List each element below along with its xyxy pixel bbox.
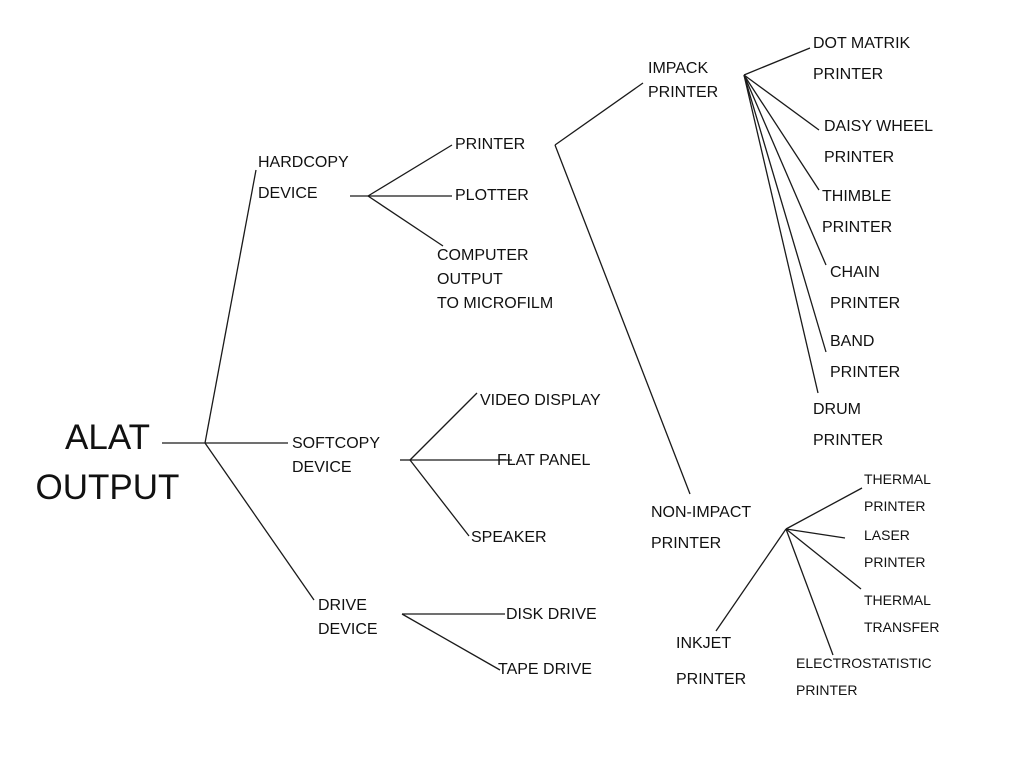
connector-impact-thimble [743, 74, 820, 191]
connector-printer-nonimpact [554, 144, 691, 495]
thermaltransfer-line-2: TRANSFER [864, 619, 940, 635]
com-line-1: COMPUTER [437, 247, 529, 264]
softcopy-line-2: DEVICE [292, 459, 352, 476]
band-line-2: PRINTER [830, 364, 901, 381]
chain-line-2: PRINTER [830, 295, 901, 312]
connector-impact-chain [743, 74, 827, 266]
dotmatrik-line-2: PRINTER [813, 66, 884, 83]
connector-impact-band [743, 74, 827, 353]
electro-line-2: PRINTER [796, 682, 858, 698]
thermal-line-1: THERMAL [864, 471, 931, 487]
connector-drive-tape [401, 613, 501, 671]
laser-printer-node: LASER PRINTER [864, 522, 925, 576]
plotter-node: PLOTTER [455, 187, 529, 204]
dot-matrik-printer-node: DOT MATRIK PRINTER [813, 28, 910, 90]
thimble-line-1: THIMBLE [822, 188, 892, 205]
video-display-node: VIDEO DISPLAY [480, 392, 601, 409]
hardcopy-device-node: HARDCOPY DEVICE [258, 147, 349, 209]
chain-printer-node: CHAIN PRINTER [830, 257, 900, 319]
drive-device-node: DRIVE DEVICE [318, 594, 378, 642]
hardcopy-line-1: HARDCOPY [258, 154, 349, 171]
connector-softcopy-video [409, 392, 478, 461]
inkjet-line-2: PRINTER [676, 671, 747, 688]
dotmatrik-line-1: DOT MATRIK [813, 35, 911, 52]
thermaltransfer-line-1: THERMAL [864, 592, 931, 608]
computer-output-to-microfilm-node: COMPUTER OUTPUT TO MICROFILM [437, 244, 553, 316]
connector-hardcopy-printer [367, 144, 453, 197]
connector-nonimpact-thermaltransfer [785, 528, 862, 590]
thermal-transfer-node: THERMAL TRANSFER [864, 587, 939, 641]
printer-node: PRINTER [455, 136, 526, 153]
drum-line-1: DRUM [813, 401, 861, 418]
laser-line-1: LASER [864, 527, 910, 543]
root-label-line-1: ALAT [65, 418, 150, 457]
com-line-3: TO MICROFILM [437, 295, 554, 312]
thermal-printer-node: THERMAL PRINTER [864, 466, 931, 520]
connector-nonimpact-inkjet [715, 528, 787, 632]
connector-root-hardcopy [204, 169, 257, 444]
electrostatistic-printer-node: ELECTROSTATISTIC PRINTER [796, 650, 932, 704]
root-label-line-2: OUTPUT [35, 468, 180, 507]
thimble-line-2: PRINTER [822, 219, 893, 236]
disk-drive-node: DISK DRIVE [506, 606, 597, 623]
tape-drive-node: TAPE DRIVE [498, 661, 592, 678]
connector-impact-drum [743, 74, 819, 394]
nonimpact-line-2: PRINTER [651, 535, 722, 552]
thermal-line-2: PRINTER [864, 498, 926, 514]
band-printer-node: BAND PRINTER [830, 326, 900, 388]
root-node-label: ALAT OUTPUT [30, 413, 185, 513]
nonimpact-line-1: NON-IMPACT [651, 504, 752, 521]
connector-nonimpact-thermal [785, 487, 863, 530]
speaker-node: SPEAKER [471, 529, 547, 546]
laser-line-2: PRINTER [864, 554, 926, 570]
impact-line-2: PRINTER [648, 84, 719, 101]
softcopy-line-1: SOFTCOPY [292, 435, 381, 452]
drum-printer-node: DRUM PRINTER [813, 394, 883, 456]
softcopy-device-node: SOFTCOPY DEVICE [292, 432, 380, 480]
connector-impact-dotmatrik [743, 47, 811, 76]
flat-panel-node: FLAT PANEL [497, 452, 591, 469]
drive-line-1: DRIVE [318, 597, 367, 614]
impact-line-1: IMPACK [648, 60, 709, 77]
non-impact-printer-node: NON-IMPACT PRINTER [651, 497, 751, 559]
daisy-line-1: DAISY WHEEL [824, 118, 934, 135]
connector-root-drive [204, 442, 315, 601]
daisy-line-2: PRINTER [824, 149, 895, 166]
connector-impact-daisy [743, 74, 820, 131]
hardcopy-line-2: DEVICE [258, 185, 318, 202]
drum-line-2: PRINTER [813, 432, 884, 449]
electro-line-1: ELECTROSTATISTIC [796, 655, 932, 671]
inkjet-printer-node: INKJET PRINTER [676, 626, 746, 698]
inkjet-line-1: INKJET [676, 635, 732, 652]
daisy-wheel-printer-node: DAISY WHEEL PRINTER [824, 111, 933, 173]
connector-softcopy-speaker [409, 459, 470, 537]
com-line-2: OUTPUT [437, 271, 503, 288]
impact-printer-node: IMPACK PRINTER [648, 57, 718, 105]
band-line-1: BAND [830, 333, 875, 350]
chain-line-1: CHAIN [830, 264, 880, 281]
connector-hardcopy-com [367, 195, 444, 247]
drive-line-2: DEVICE [318, 621, 378, 638]
connector-nonimpact-laser [785, 528, 846, 539]
thimble-printer-node: THIMBLE PRINTER [822, 181, 892, 243]
connector-printer-impact [554, 82, 644, 146]
connector-nonimpact-electro [785, 528, 834, 656]
